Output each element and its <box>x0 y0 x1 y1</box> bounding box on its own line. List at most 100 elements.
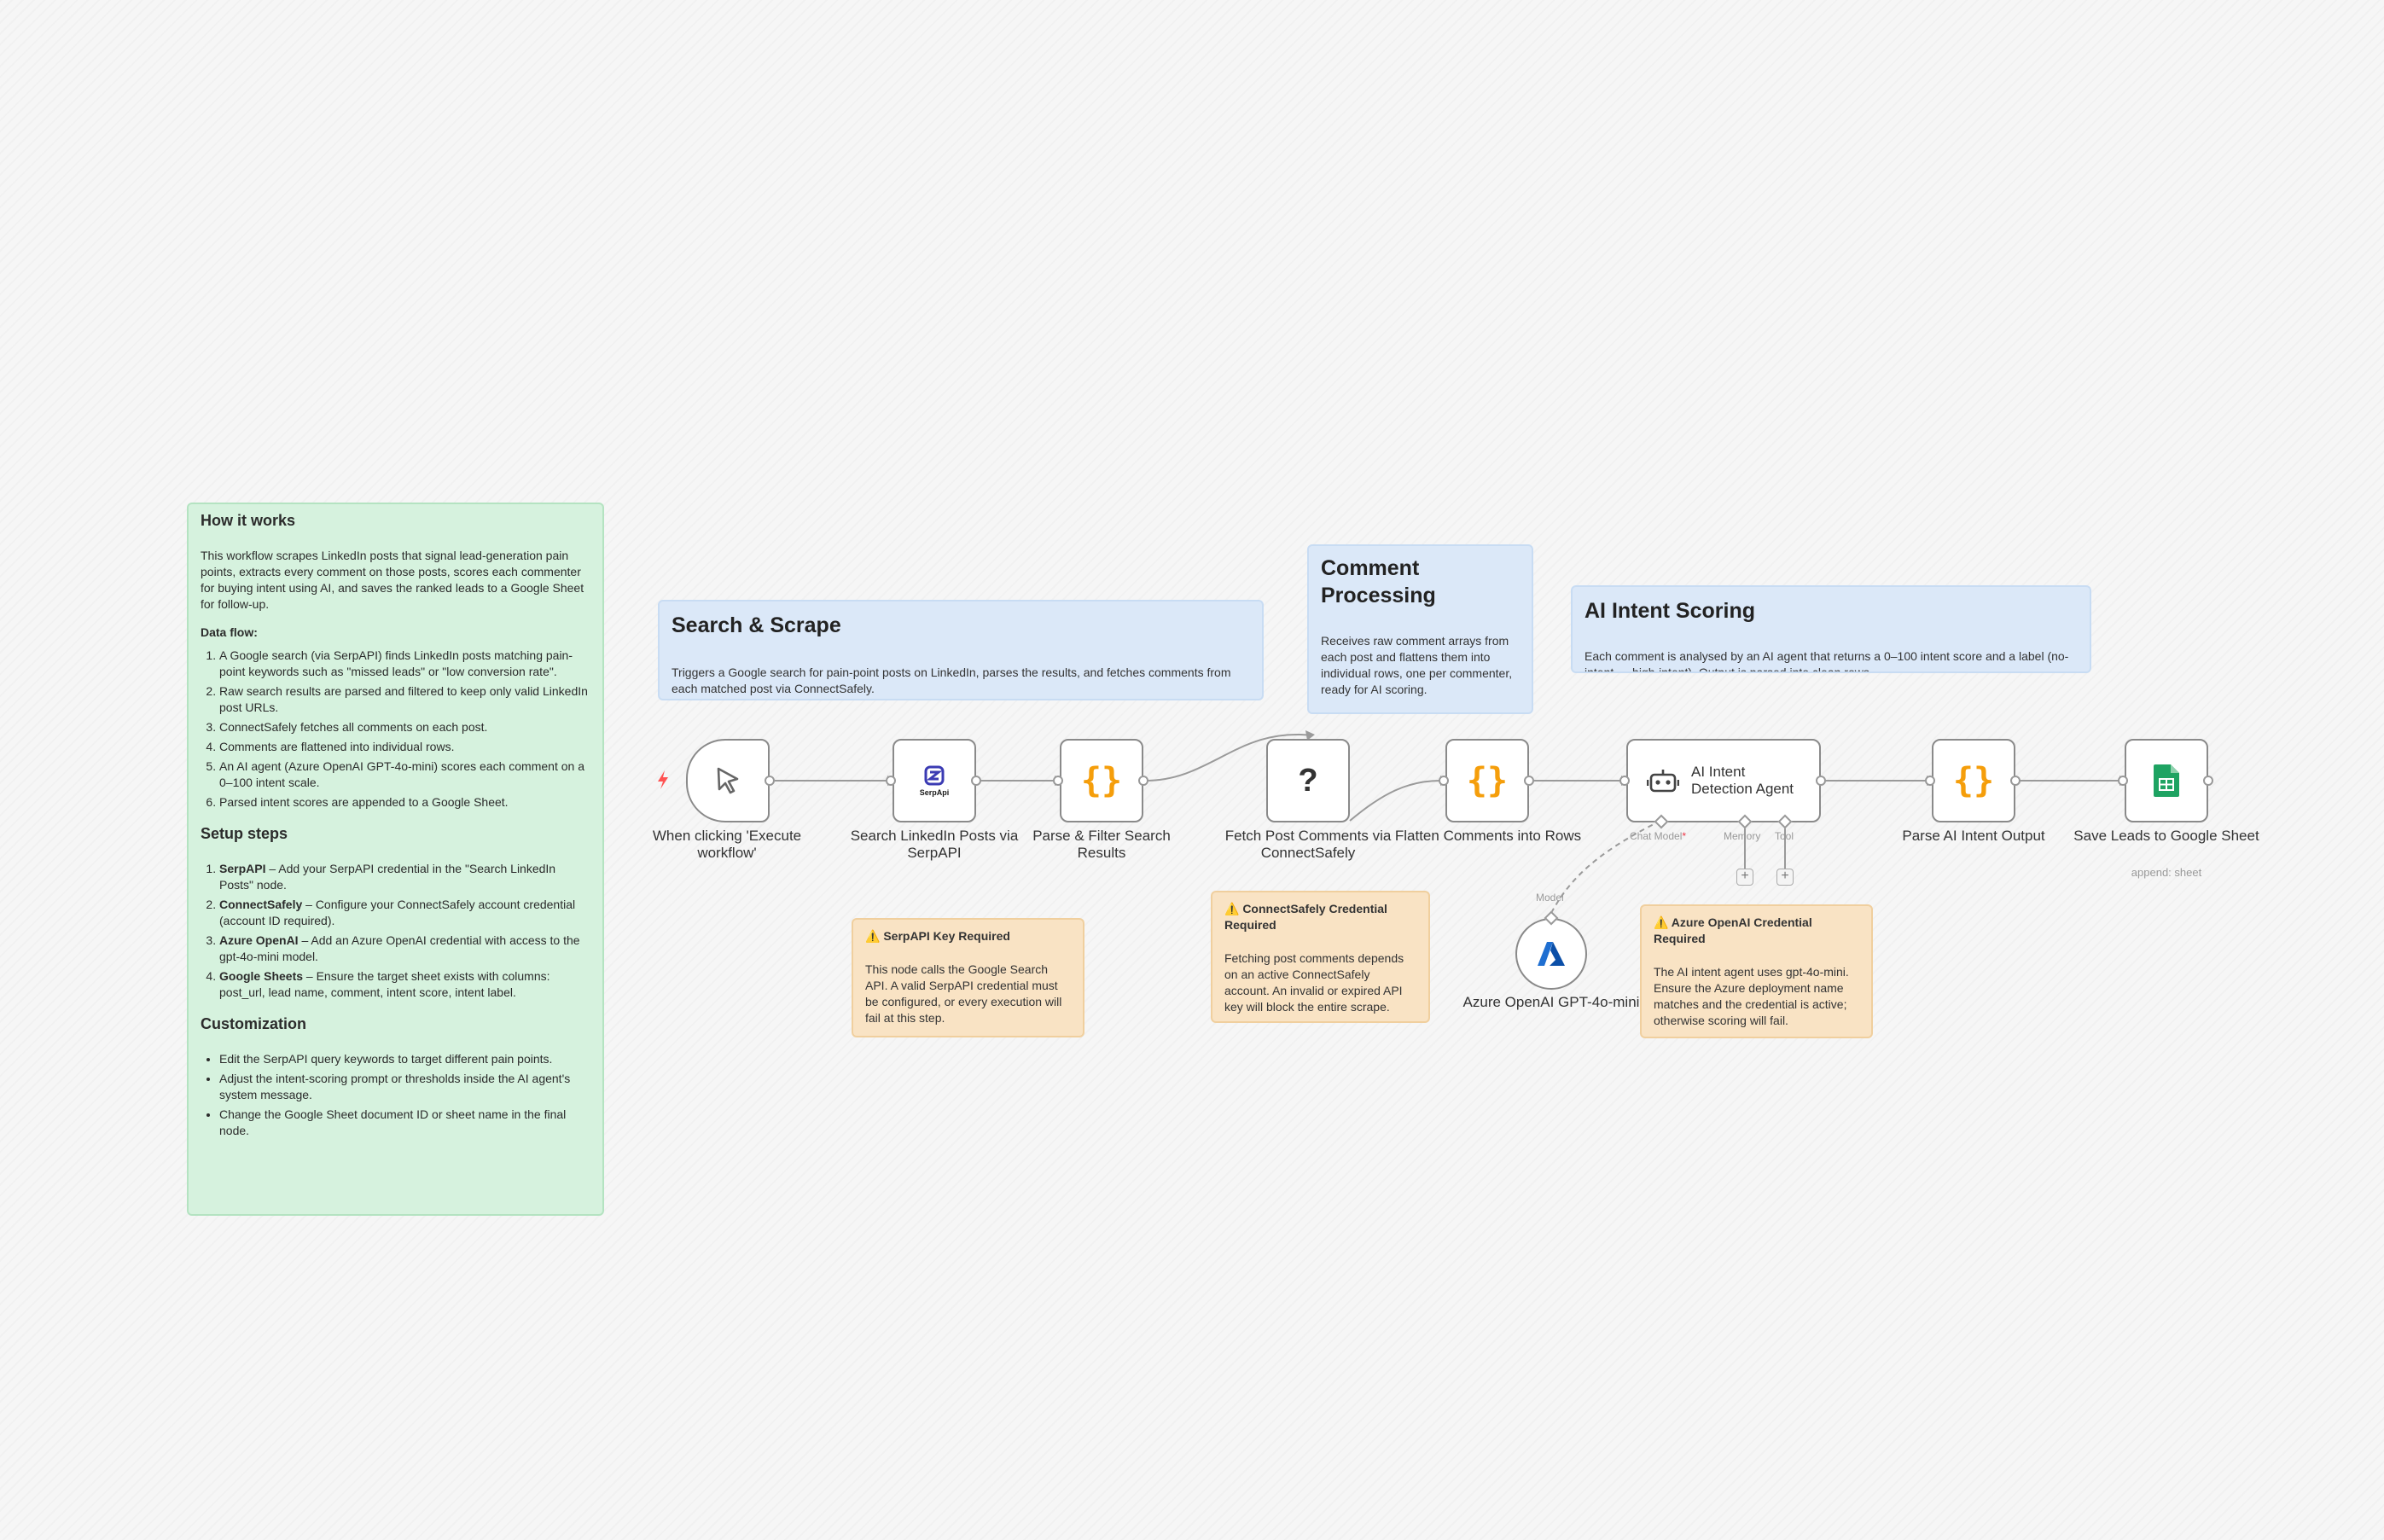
list-item: Comments are flattened into individual r… <box>219 739 590 755</box>
warning-title: ⚠️ ConnectSafely Credential Required <box>1224 902 1387 932</box>
braces-icon: {} <box>1080 761 1123 800</box>
section-desc: Triggers a Google search for pain-point … <box>672 665 1231 695</box>
warning-note-serpapi[interactable]: ⚠️ SerpAPI Key Required This node calls … <box>852 918 1084 1037</box>
node-google-sheets[interactable] <box>2125 739 2208 822</box>
node-label: Save Leads to Google Sheet <box>2073 828 2259 844</box>
serpapi-text: SerpApi <box>919 787 950 797</box>
tool-label: Tool <box>1775 830 1794 842</box>
setup-text: – Ensure the target sheet exists with co… <box>219 969 550 999</box>
section-desc: Each comment is analysed by an AI agent … <box>1584 649 2069 673</box>
input-handle[interactable] <box>2118 776 2128 786</box>
node-label: Parse AI Intent Output <box>1902 828 2045 844</box>
model-port-label: Model <box>1536 892 1564 904</box>
output-handle[interactable] <box>1524 776 1534 786</box>
warning-title: ⚠️ SerpAPI Key Required <box>865 929 1010 943</box>
port-name: Chat Model <box>1630 830 1683 842</box>
required-marker: * <box>1682 830 1687 842</box>
input-handle[interactable] <box>1053 776 1063 786</box>
list-item: SerpAPI – Add your SerpAPI credential in… <box>219 861 590 893</box>
section-note-ai-scoring[interactable]: AI Intent Scoring Each comment is analys… <box>1571 585 2091 673</box>
input-handle[interactable] <box>1925 776 1935 786</box>
setup-name: ConnectSafely <box>219 898 303 911</box>
braces-icon: {} <box>1466 761 1509 800</box>
node-parse-filter[interactable]: {} <box>1060 739 1143 822</box>
setup-text: – Configure your ConnectSafely account c… <box>219 898 576 927</box>
node-ai-agent[interactable]: AI Intent Detection Agent <box>1626 739 1821 822</box>
node-label: Parse & Filter Search Results <box>1032 828 1171 861</box>
setup-title: Setup steps <box>201 825 288 842</box>
node-label: When clicking 'Execute workflow' <box>652 828 802 861</box>
list-item: Edit the SerpAPI query keywords to targe… <box>219 1051 590 1067</box>
output-handle[interactable] <box>1816 776 1826 786</box>
section-title: Comment Processing <box>1321 556 1436 607</box>
azure-icon <box>1538 942 1565 966</box>
node-label: Flatten Comments into Rows <box>1394 828 1582 844</box>
section-title: Search & Scrape <box>672 613 841 637</box>
warning-note-connectsafely[interactable]: ⚠️ ConnectSafely Credential Required Fet… <box>1211 891 1430 1023</box>
memory-label: Memory <box>1724 830 1761 842</box>
setup-text: – Add your SerpAPI credential in the "Se… <box>219 862 556 892</box>
node-label: Azure OpenAI GPT-4o-mini <box>1462 994 1640 1010</box>
list-item: An AI agent (Azure OpenAI GPT-4o-mini) s… <box>219 758 590 791</box>
warning-text: Fetching post comments depends on an act… <box>1224 951 1404 1014</box>
list-item: Adjust the intent-scoring prompt or thre… <box>219 1071 590 1103</box>
edge-model-agent <box>1550 820 1661 914</box>
setup-name: Google Sheets <box>219 969 304 983</box>
node-flatten[interactable]: {} <box>1445 739 1529 822</box>
setup-text: – Add an Azure OpenAI credential with ac… <box>219 933 580 963</box>
node-azure-openai[interactable] <box>1515 918 1587 990</box>
agent-title: AI Intent Detection Agent <box>1691 764 1794 797</box>
output-handle[interactable] <box>765 776 775 786</box>
list-item: Change the Google Sheet document ID or s… <box>219 1107 590 1139</box>
input-handle[interactable] <box>1619 776 1630 786</box>
input-handle[interactable] <box>886 776 896 786</box>
output-handle[interactable] <box>2010 776 2021 786</box>
list-item: Parsed intent scores are appended to a G… <box>219 794 590 811</box>
node-label: Search LinkedIn Posts via SerpAPI <box>850 828 1019 861</box>
note-intro: This workflow scrapes LinkedIn posts tha… <box>201 549 584 611</box>
section-note-search-scrape[interactable]: Search & Scrape Triggers a Google search… <box>658 600 1264 700</box>
input-handle[interactable] <box>1439 776 1449 786</box>
output-handle[interactable] <box>2203 776 2213 786</box>
data-flow-list: A Google search (via SerpAPI) finds Link… <box>201 648 590 811</box>
list-item: A Google search (via SerpAPI) finds Link… <box>219 648 590 680</box>
setup-name: SerpAPI <box>219 862 266 875</box>
note-title: How it works <box>201 512 296 529</box>
warning-note-azure[interactable]: ⚠️ Azure OpenAI Credential Required The … <box>1640 904 1873 1038</box>
node-sublabel: append: sheet <box>2131 866 2202 879</box>
node-label: Fetch Post Comments via ConnectSafely <box>1224 828 1392 861</box>
question-icon: ? <box>1298 762 1318 799</box>
serpapi-icon <box>924 765 945 785</box>
add-tool-button[interactable]: + <box>1776 869 1794 886</box>
chat-model-label: Chat Model* <box>1630 830 1686 842</box>
add-memory-button[interactable]: + <box>1736 869 1753 886</box>
cursor-icon <box>717 767 739 794</box>
setup-list: SerpAPI – Add your SerpAPI credential in… <box>201 861 590 1001</box>
list-item: Raw search results are parsed and filter… <box>219 683 590 716</box>
braces-icon: {} <box>1952 761 1995 800</box>
setup-name: Azure OpenAI <box>219 933 299 947</box>
customization-list: Edit the SerpAPI query keywords to targe… <box>201 1051 590 1139</box>
warning-text: The AI intent agent uses gpt-4o-mini. En… <box>1654 965 1849 1027</box>
node-trigger[interactable] <box>686 739 770 822</box>
list-item: Google Sheets – Ensure the target sheet … <box>219 968 590 1001</box>
edge-parse-fetch <box>1144 733 1313 782</box>
output-handle[interactable] <box>1138 776 1148 786</box>
edge-fetch-flatten <box>1349 780 1441 822</box>
node-parse-ai[interactable]: {} <box>1932 739 2015 822</box>
robot-icon <box>1647 770 1679 793</box>
section-note-comment-processing[interactable]: Comment Processing Receives raw comment … <box>1307 544 1533 714</box>
section-desc: Receives raw comment arrays from each po… <box>1321 634 1513 696</box>
list-item: ConnectSafely fetches all comments on ea… <box>219 719 590 735</box>
node-fetch-comments[interactable]: ? <box>1266 739 1350 822</box>
warning-text: This node calls the Google Search API. A… <box>865 962 1062 1025</box>
section-title: AI Intent Scoring <box>1584 599 1755 623</box>
node-serpapi[interactable]: SerpApi <box>893 739 976 822</box>
lightning-icon <box>658 770 668 789</box>
output-handle[interactable] <box>971 776 981 786</box>
how-it-works-note[interactable]: How it works This workflow scrapes Linke… <box>187 503 604 1216</box>
list-item: ConnectSafely – Configure your ConnectSa… <box>219 897 590 929</box>
google-sheets-icon <box>2154 764 2179 797</box>
warning-title: ⚠️ Azure OpenAI Credential Required <box>1654 915 1812 945</box>
list-item: Azure OpenAI – Add an Azure OpenAI crede… <box>219 933 590 965</box>
